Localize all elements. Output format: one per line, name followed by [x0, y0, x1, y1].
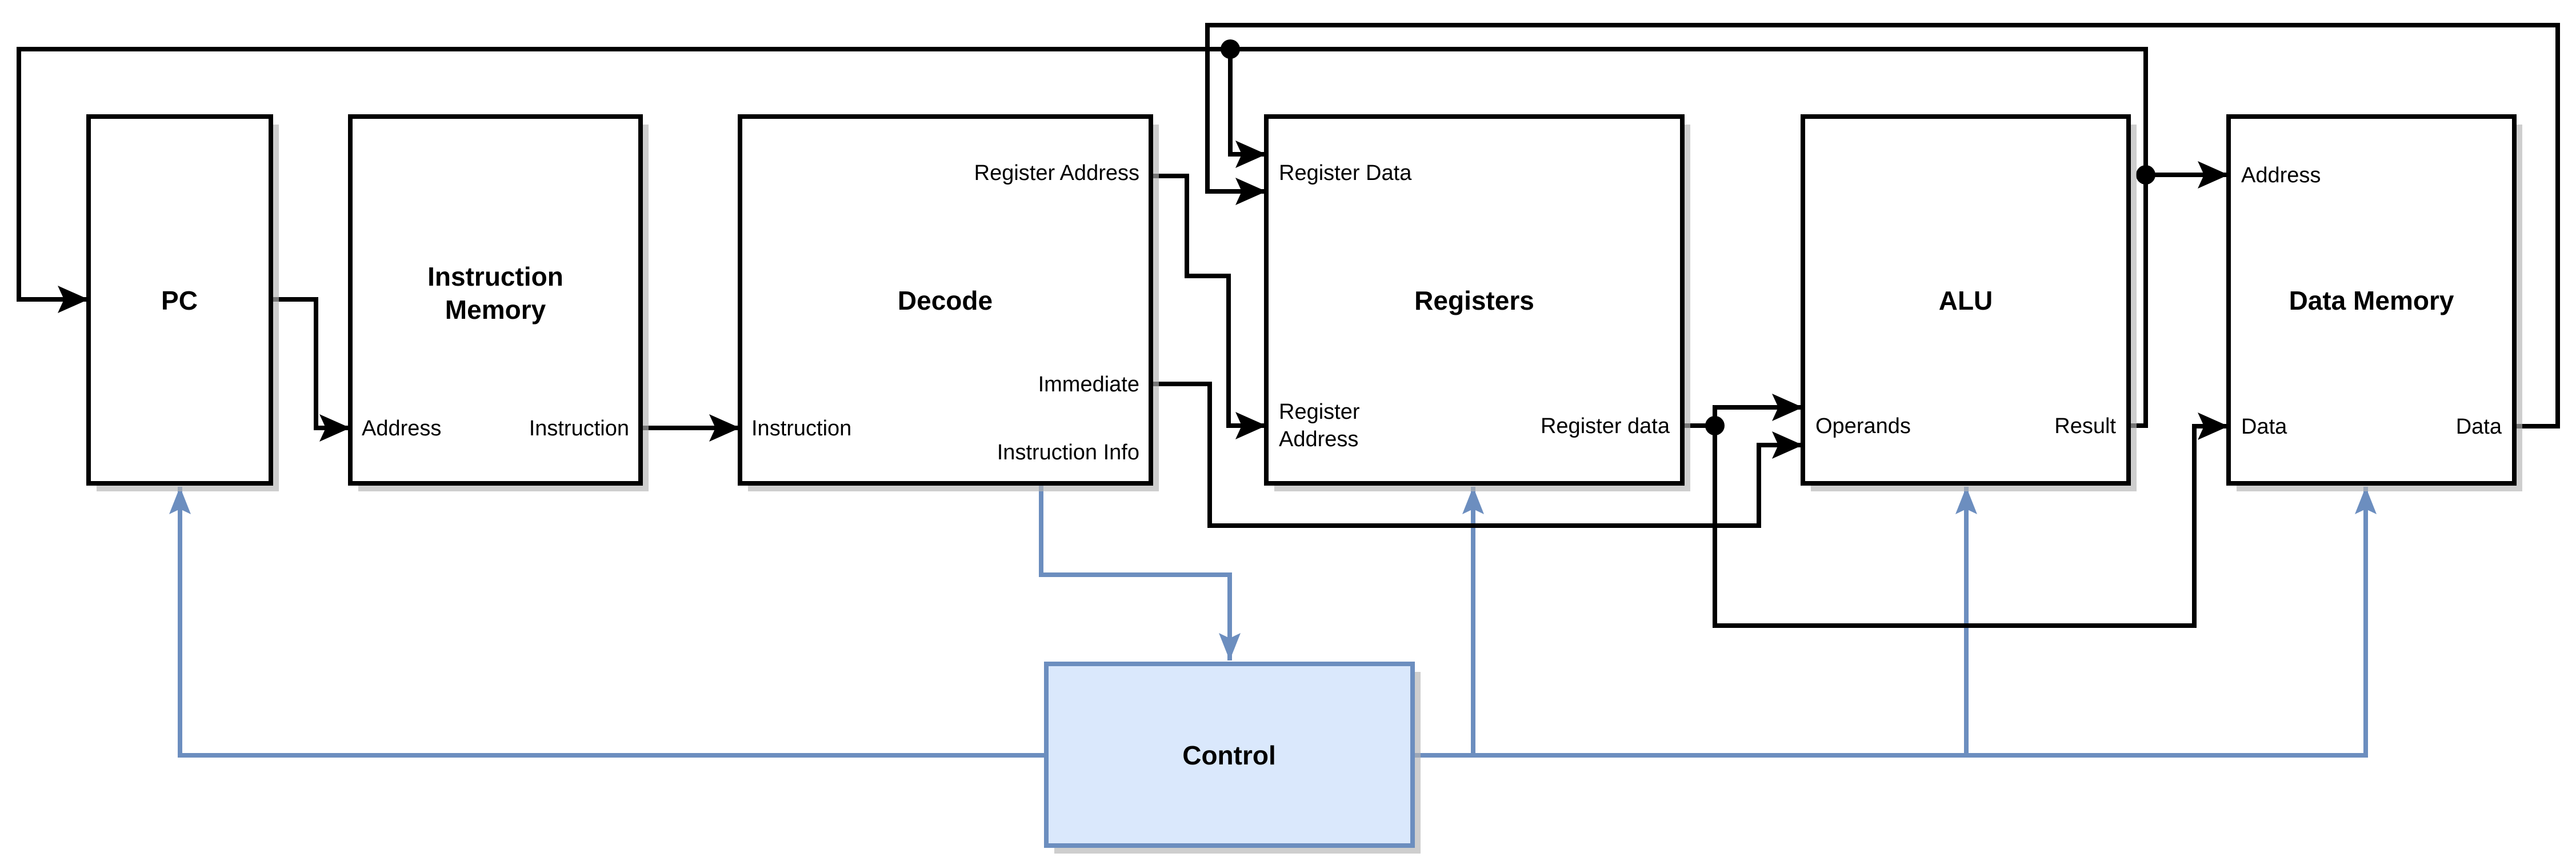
- wire-register-data-to-data-memory: [1713, 413, 2229, 628]
- data-memory-port-data-in: Data: [2241, 415, 2287, 439]
- control-box: [1044, 662, 1415, 848]
- pc-title: PC: [161, 286, 198, 315]
- wire-decode-immediate-to-alu: [1151, 382, 1803, 528]
- instruction-memory-port-instruction: Instruction: [529, 417, 629, 440]
- alu-box: [1801, 114, 2131, 486]
- control-wires: [169, 483, 2377, 758]
- registers-port-register-data-out: Register data: [1541, 414, 1670, 438]
- registers-port-register-address-line1: Register: [1279, 400, 1360, 424]
- wire-control-to-data-memory: [1413, 487, 2377, 758]
- wire-pc-to-instruction-memory: [271, 297, 350, 442]
- registers-box: [1264, 114, 1685, 486]
- data-memory-port-address: Address: [2241, 163, 2321, 187]
- instruction-memory-box: [348, 114, 643, 486]
- wire-data-memory-writeback-to-registers: [1205, 23, 2560, 428]
- alu-port-result: Result: [2054, 414, 2116, 438]
- block-decode: Decode Register Address Immediate Instru…: [738, 114, 1159, 491]
- junction-dot-result-address: [2136, 165, 2155, 185]
- data-memory-port-data-out: Data: [2456, 415, 2502, 439]
- decode-box: [738, 114, 1153, 486]
- instruction-memory-port-address: Address: [362, 417, 441, 440]
- decode-port-register-address: Register Address: [974, 161, 1139, 185]
- decode-port-instruction-info: Instruction Info: [997, 440, 1139, 464]
- data-memory-title: Data Memory: [2289, 286, 2454, 315]
- decode-title: Decode: [898, 286, 993, 315]
- wire-result-to-register-data: [1228, 49, 1266, 168]
- block-control: Control: [1044, 662, 1421, 854]
- wire-register-data-to-alu-operands: [1713, 394, 1803, 426]
- decode-port-instruction: Instruction: [751, 417, 851, 440]
- instruction-memory-title-line1: Instruction: [427, 262, 563, 291]
- control-title: Control: [1182, 740, 1276, 770]
- junction-dot-register-data: [1705, 416, 1725, 435]
- block-alu: ALU Operands Result: [1801, 114, 2137, 491]
- block-registers: Registers Register Data Register Address…: [1264, 114, 1690, 491]
- registers-title: Registers: [1414, 286, 1534, 315]
- alu-port-operands: Operands: [1815, 414, 1911, 438]
- alu-title: ALU: [1939, 286, 1993, 315]
- wire-control-to-pc: [169, 487, 1046, 758]
- registers-port-register-data-in: Register Data: [1279, 161, 1412, 185]
- pc-box: [86, 114, 273, 486]
- wire-decode-register-address-to-registers: [1151, 174, 1266, 439]
- data-memory-box: [2226, 114, 2517, 486]
- instruction-memory-title-line2: Memory: [445, 295, 546, 325]
- registers-port-register-address-line2: Address: [1279, 427, 1358, 451]
- decode-port-immediate: Immediate: [1038, 373, 1139, 397]
- block-instruction-memory: Instruction Memory Address Instruction: [348, 114, 649, 491]
- junction-dot-result-top: [1221, 39, 1240, 59]
- wire-instruction-info-to-control: [1039, 483, 1241, 660]
- wire-alu-result-feedback-to-pc: [17, 47, 2148, 428]
- block-pc: PC: [86, 114, 279, 491]
- data-wires: [17, 23, 2560, 628]
- block-data-memory: Data Memory Address Data Data: [2226, 114, 2522, 491]
